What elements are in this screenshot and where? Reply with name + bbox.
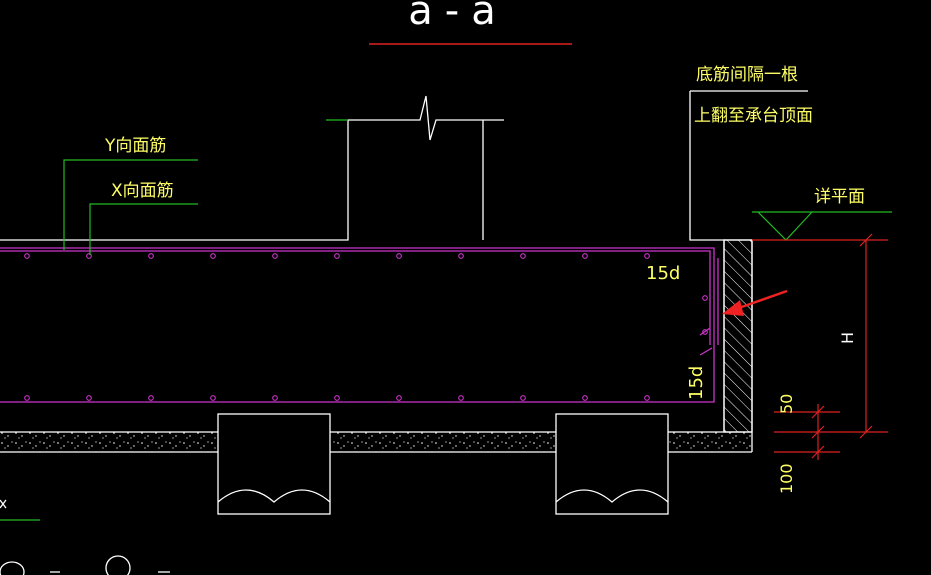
anchor-top-label: 15d [646,263,680,284]
pile-right [555,413,669,515]
detail-plan-label: 详平面 [814,187,865,207]
rebar-dot [334,395,340,401]
rebar-dot [520,253,526,259]
anchor-side-label: 15d [686,366,707,400]
dimension-h-label: H [838,332,857,344]
pile-left [217,413,331,515]
rebar-dot [458,395,464,401]
rebar-dots-top [24,253,708,335]
rebar-dot [396,253,402,259]
rebar-dot [520,395,526,401]
rebar-dot [702,329,708,335]
bottom-rebar-label-line2: 上翻至承台顶面 [694,106,813,126]
bottom-rebar-label-line1: 底筋间隔一根 [696,65,798,85]
dimension-50-label: 50 [777,394,796,414]
rebar-dot [86,253,92,259]
rebar-dot [396,395,402,401]
arrow-icon [722,289,788,316]
rebar-dot [148,395,154,401]
rebar-dots-bottom [24,395,650,401]
dimension-100-label: 100 [777,463,796,494]
dimension-lines [752,233,888,460]
rebar-dot [24,253,30,259]
rebar-dot [458,253,464,259]
rebar-dot [86,395,92,401]
rebar-dot [210,395,216,401]
brick-wall-hatch [723,239,753,433]
rebar-dot [582,253,588,259]
rebar-dot [644,395,650,401]
x-rebar-leader [89,203,198,255]
y-rebar-label: Y向面筋 [104,136,166,156]
y-rebar-leader [63,159,198,250]
cropped-fragments [0,499,170,575]
section-title: a-a [408,0,507,34]
rebar-dot [272,253,278,259]
rebar-dot [24,395,30,401]
rebar-cage [0,247,719,403]
rebar-dot [582,395,588,401]
rebar-dot [148,253,154,259]
rebar-dot [334,253,340,259]
x-rebar-label: X向面筋 [111,181,174,201]
rebar-dot [272,395,278,401]
rebar-dot [644,253,650,259]
column-stub [0,95,504,241]
rebar-dot [210,253,216,259]
rebar-dot [702,295,708,301]
